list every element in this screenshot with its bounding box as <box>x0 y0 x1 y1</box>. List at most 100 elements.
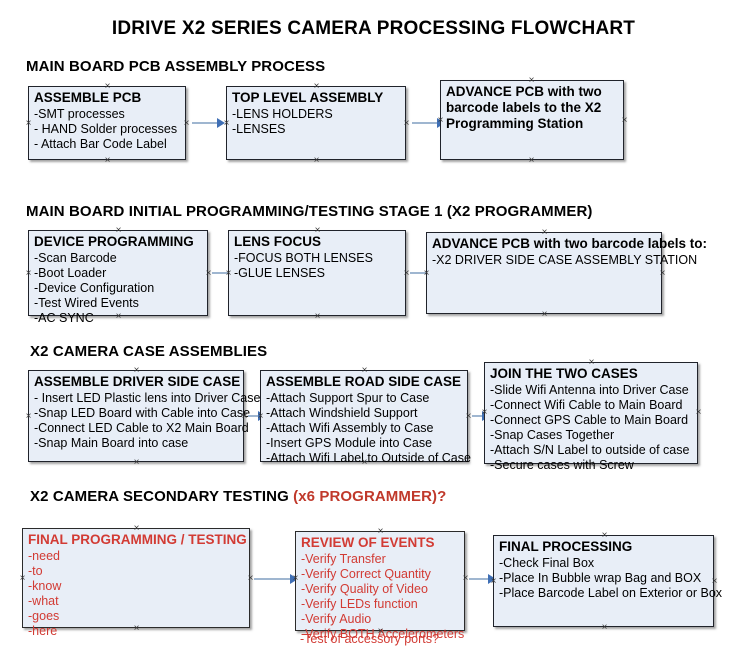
box-items: -Attach Support Spur to Case -Attach Win… <box>266 391 471 466</box>
box-device-programming[interactable]: DEVICE PROGRAMMING -Scan Barcode -Boot L… <box>28 230 208 325</box>
handle-bottom[interactable] <box>540 310 549 319</box>
box-advance-pcb-driver-side-case[interactable]: ADVANCE PCB with two barcode labels to: … <box>426 232 708 314</box>
box-item: -LENSES <box>232 122 286 136</box>
box-items: -LENS HOLDERS -LENSES <box>232 107 401 137</box>
handle-bottom[interactable] <box>360 458 369 467</box>
handle-bottom[interactable] <box>527 156 536 165</box>
handle-right[interactable] <box>402 119 411 128</box>
box-item: -X2 DRIVER SIDE CASE ASSEMBLY STATION <box>432 253 698 267</box>
box-item: - Insert LED Plastic lens into Driver Ca… <box>34 391 261 405</box>
box-item: -LENS HOLDERS <box>232 107 333 121</box>
handle-top[interactable] <box>103 82 112 91</box>
handle-top[interactable] <box>540 228 549 237</box>
section-heading-text: MAIN BOARD PCB ASSEMBLY PROCESS <box>26 58 326 75</box>
handle-right[interactable] <box>182 119 191 128</box>
handle-top[interactable] <box>132 366 141 375</box>
handle-right[interactable] <box>658 269 667 278</box>
handle-top[interactable] <box>132 524 141 533</box>
box-item: -AC SYNC <box>34 311 94 325</box>
section-heading-secondary-testing: X2 CAMERA SECONDARY TESTING (x6 PROGRAMM… <box>30 488 446 505</box>
box-item: -Snap LED Board with Cable into Case <box>34 406 251 420</box>
connector-finalprog-to-review <box>254 578 294 580</box>
handle-bottom[interactable] <box>132 624 141 633</box>
box-title: ASSEMBLE ROAD SIDE CASE <box>266 374 462 389</box>
box-item: -Boot Loader <box>34 266 107 280</box>
box-review-of-events[interactable]: REVIEW OF EVENTS -Verify Transfer -Verif… <box>295 531 465 641</box>
box-item: -GLUE LENSES <box>234 266 326 280</box>
handle-top[interactable] <box>376 527 385 536</box>
handle-right[interactable] <box>694 408 703 417</box>
handle-left[interactable] <box>489 577 498 586</box>
box-final-processing[interactable]: FINAL PROCESSING -Check Final Box -Place… <box>493 535 722 627</box>
handle-bottom[interactable] <box>132 458 141 467</box>
box-title: ADVANCE PCB with two barcode labels to t… <box>446 84 602 131</box>
handle-top[interactable] <box>527 76 536 85</box>
handle-bottom[interactable] <box>312 156 321 165</box>
box-item: -Device Configuration <box>34 281 155 295</box>
box-assemble-road-side-case[interactable]: ASSEMBLE ROAD SIDE CASE -Attach Support … <box>260 370 471 465</box>
handle-bottom[interactable] <box>376 627 385 636</box>
box-title: REVIEW OF EVENTS <box>301 535 435 550</box>
box-item: -Check Final Box <box>499 556 595 570</box>
handle-left[interactable] <box>436 116 445 125</box>
handle-left[interactable] <box>24 412 33 421</box>
box-item: -Attach Windshield Support <box>266 406 418 420</box>
box-items: - Insert LED Plastic lens into Driver Ca… <box>34 391 261 451</box>
handle-left[interactable] <box>422 269 431 278</box>
handle-left[interactable] <box>18 574 27 583</box>
box-advance-pcb-programming-station[interactable]: ADVANCE PCB with two barcode labels to t… <box>440 80 624 160</box>
handle-left[interactable] <box>24 269 33 278</box>
box-item: -Verify Audio <box>301 612 372 626</box>
box-final-programming-testing[interactable]: FINAL PROGRAMMING / TESTING -need -to -k… <box>22 528 250 638</box>
handle-bottom[interactable] <box>600 623 609 632</box>
handle-bottom[interactable] <box>114 312 123 321</box>
handle-left[interactable] <box>24 119 33 128</box>
handle-right[interactable] <box>620 116 629 125</box>
box-join-the-two-cases[interactable]: JOIN THE TWO CASES -Slide Wifi Antenna i… <box>484 362 698 472</box>
handle-bottom[interactable] <box>313 312 322 321</box>
box-items: -need -to -know -what -goes -here <box>28 549 245 639</box>
box-title: JOIN THE TWO CASES <box>490 366 638 381</box>
handle-top[interactable] <box>360 366 369 375</box>
box-top-level-assembly[interactable]: TOP LEVEL ASSEMBLY -LENS HOLDERS -LENSES <box>226 86 406 160</box>
section-heading-camera-case-assemblies: X2 CAMERA CASE ASSEMBLIES <box>30 343 267 360</box>
box-title: ASSEMBLE PCB <box>34 90 142 105</box>
box-item: -Snap Cases Together <box>490 428 615 442</box>
box-item: -SMT processes <box>34 107 125 121</box>
handle-top[interactable] <box>312 82 321 91</box>
box-assemble-driver-side-case[interactable]: ASSEMBLE DRIVER SIDE CASE - Insert LED P… <box>28 370 261 462</box>
handle-left[interactable] <box>480 408 489 417</box>
box-lens-focus[interactable]: LENS FOCUS -FOCUS BOTH LENSES -GLUE LENS… <box>228 230 406 316</box>
box-title: TOP LEVEL ASSEMBLY <box>232 90 384 105</box>
connector-road-to-join <box>472 415 484 417</box>
handle-left[interactable] <box>291 574 300 583</box>
box-item: -know <box>28 579 62 593</box>
box-item: -goes <box>28 609 60 623</box>
box-item: -Attach Support Spur to Case <box>266 391 430 405</box>
handle-bottom[interactable] <box>587 460 596 469</box>
box-items: -X2 DRIVER SIDE CASE ASSEMBLY STATION <box>432 253 698 268</box>
section-heading-initial-programming-testing: MAIN BOARD INITIAL PROGRAMMING/TESTING S… <box>26 203 593 220</box>
box-item: -Attach S/N Label to outside of case <box>490 443 690 457</box>
section-heading-text: X2 CAMERA SECONDARY TESTING <box>30 488 294 505</box>
box-item: -Place In Bubble wrap Bag and BOX <box>499 571 702 585</box>
handle-top[interactable] <box>600 531 609 540</box>
box-title: ADVANCE PCB with two barcode labels to: <box>432 236 708 251</box>
handle-top[interactable] <box>313 226 322 235</box>
box-item: -Insert GPS Module into Case <box>266 436 433 450</box>
handle-left[interactable] <box>224 269 233 278</box>
section-heading-text: X2 CAMERA CASE ASSEMBLIES <box>30 343 268 360</box>
box-items: -Check Final Box -Place In Bubble wrap B… <box>499 556 722 601</box>
box-item: -need <box>28 549 60 563</box>
handle-left[interactable] <box>222 119 231 128</box>
connector-review-to-finalproc <box>469 578 491 580</box>
handle-right[interactable] <box>710 577 719 586</box>
box-assemble-pcb[interactable]: ASSEMBLE PCB -SMT processes - HAND Solde… <box>28 86 186 160</box>
box-item: -FOCUS BOTH LENSES <box>234 251 373 265</box>
handle-left[interactable] <box>256 412 265 421</box>
box-items: -Slide Wifi Antenna into Driver Case -Co… <box>490 383 693 473</box>
arrowhead <box>217 118 225 128</box>
handle-top[interactable] <box>114 226 123 235</box>
handle-top[interactable] <box>587 358 596 367</box>
handle-bottom[interactable] <box>103 156 112 165</box>
